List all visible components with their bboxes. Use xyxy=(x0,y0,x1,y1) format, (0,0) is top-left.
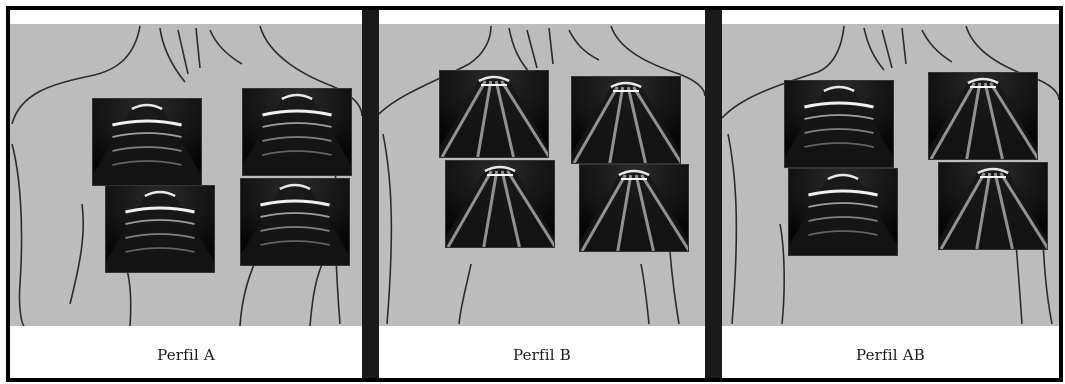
panel-caption: Perfil AB xyxy=(722,346,1059,364)
ultrasound-image xyxy=(92,98,202,186)
ultrasound-image xyxy=(938,162,1048,250)
ultrasound-image xyxy=(928,72,1038,160)
ultrasound-image xyxy=(242,88,352,176)
panel-perfil-b: Perfil B xyxy=(379,10,705,378)
ultrasound-image xyxy=(240,178,350,266)
figure-frame: Perfil A P xyxy=(6,6,1063,382)
panel-divider xyxy=(362,10,379,378)
ultrasound-image xyxy=(105,185,215,273)
ultrasound-image xyxy=(788,168,898,256)
ultrasound-image xyxy=(579,164,689,252)
ultrasound-image xyxy=(784,80,894,168)
ultrasound-image xyxy=(571,76,681,164)
panel-divider xyxy=(705,10,722,378)
panel-caption: Perfil B xyxy=(379,346,705,364)
panel-caption: Perfil A xyxy=(10,346,362,364)
ultrasound-image xyxy=(445,160,555,248)
panel-perfil-ab: Perfil AB xyxy=(722,10,1059,378)
panel-perfil-a: Perfil A xyxy=(10,10,362,378)
ultrasound-image xyxy=(439,70,549,158)
